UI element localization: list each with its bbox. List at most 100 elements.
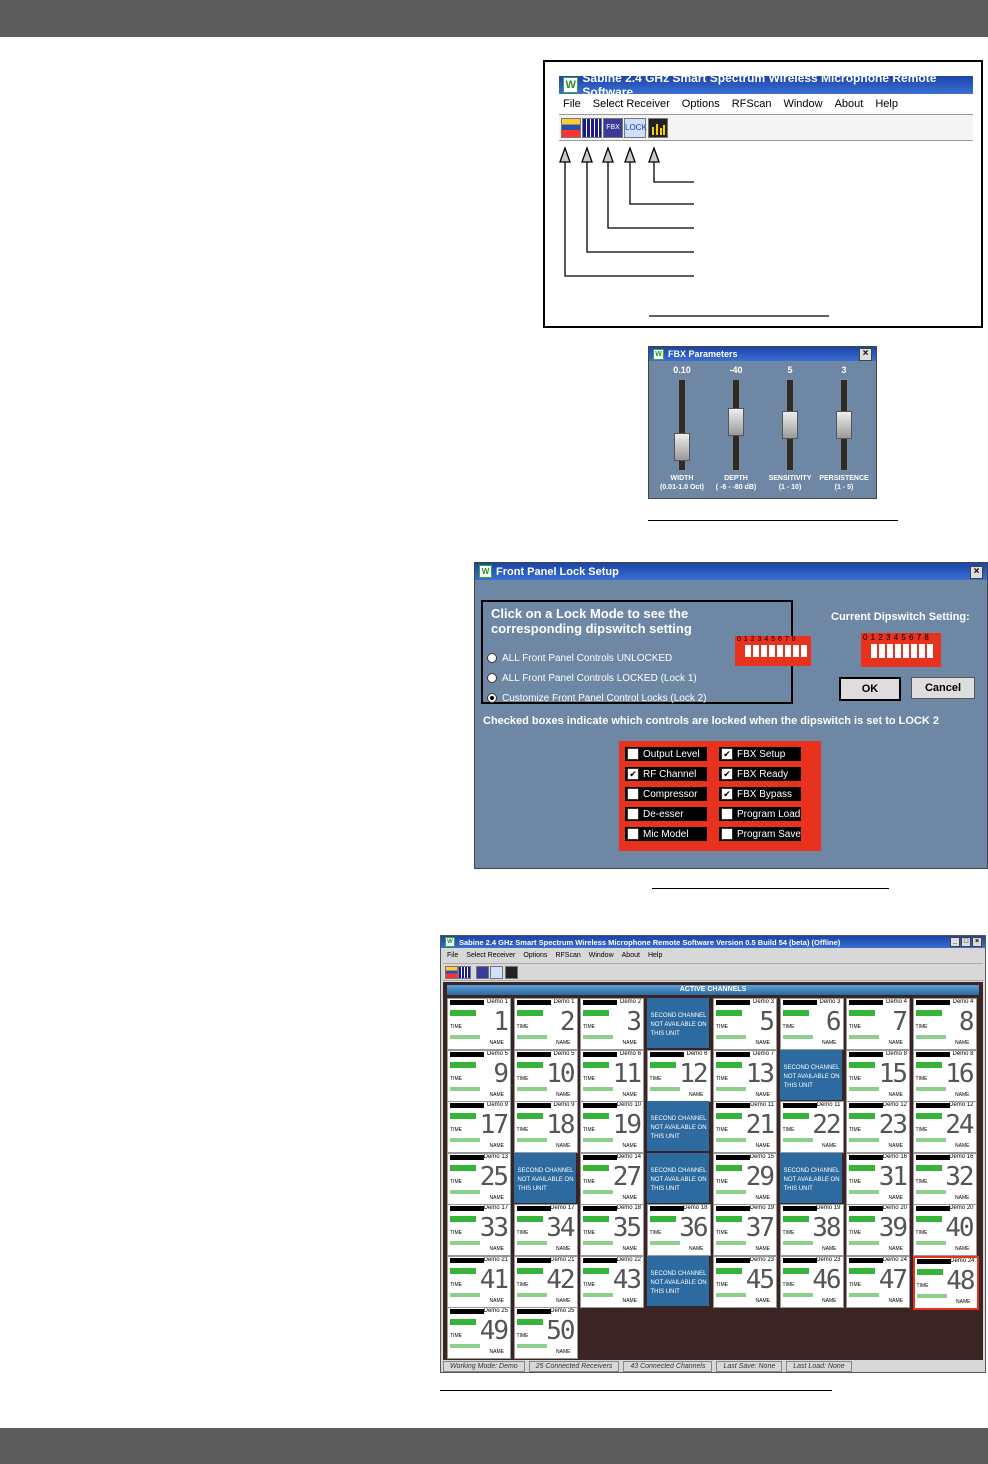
lock-control-fbx-bypass[interactable]: ✔FBX Bypass <box>719 787 801 801</box>
channel-tile[interactable]: Demo 4 TIME 8 NAME <box>912 998 977 1050</box>
channel-tile[interactable]: Demo 17 TIME 34 NAME <box>513 1204 578 1256</box>
channel-tile[interactable]: Demo 8 TIME 15 NAME <box>846 1049 910 1102</box>
checkbox[interactable]: ✔ <box>721 788 733 800</box>
channel-tile[interactable]: Demo 14 TIME 27 NAME <box>580 1152 644 1205</box>
channel-tile[interactable]: Demo 3 TIME 5 NAME <box>713 998 777 1050</box>
lock-control-fbx-setup[interactable]: ✔FBX Setup <box>719 747 801 761</box>
main-menu-about[interactable]: About <box>621 951 640 959</box>
channel-tile[interactable]: Demo 15 TIME 29 NAME <box>713 1152 777 1205</box>
channel-tile[interactable]: Demo 8 TIME 16 NAME <box>912 1049 977 1102</box>
channel-tile[interactable]: Demo 1 TIME 2 NAME <box>513 998 578 1050</box>
channel-tile[interactable]: Demo 9 TIME 17 NAME <box>447 1101 511 1153</box>
main-menu-select-receiver[interactable]: Select Receiver <box>466 951 516 959</box>
channel-tile[interactable]: Demo 2 TIME 3 NAME <box>580 998 644 1050</box>
checkbox[interactable]: ✔ <box>627 768 639 780</box>
minimize-button[interactable]: _ <box>950 937 960 947</box>
lock-close-button[interactable]: × <box>970 566 983 579</box>
lock-button[interactable]: LOCK <box>624 118 647 138</box>
checkbox[interactable]: ✔ <box>721 748 733 760</box>
channel-tile[interactable]: Demo 19 TIME 38 NAME <box>779 1204 844 1256</box>
channel-tile[interactable]: Demo 24 TIME 48 NAME <box>912 1255 979 1310</box>
channel-tile[interactable]: Demo 5 TIME 9 NAME <box>447 1049 511 1102</box>
channel-list-button[interactable] <box>445 966 458 979</box>
channel-tile[interactable]: Demo 6 TIME 11 NAME <box>580 1049 644 1102</box>
channel-tile[interactable]: Demo 23 TIME 45 NAME <box>713 1255 777 1308</box>
channel-tile[interactable]: Demo 20 TIME 40 NAME <box>912 1204 977 1256</box>
rf-scan-button[interactable] <box>505 966 518 979</box>
channel-tile[interactable]: Demo 12 TIME 23 NAME <box>846 1101 910 1153</box>
remote-menu-window[interactable]: Window <box>783 98 823 110</box>
remote-menu-select-receiver[interactable]: Select Receiver <box>592 98 670 110</box>
channel-tile[interactable]: Demo 7 TIME 13 NAME <box>713 1049 777 1102</box>
channel-tile[interactable]: Demo 24 TIME 47 NAME <box>846 1255 910 1308</box>
lock-option-3[interactable]: Customize Front Panel Control Locks (Loc… <box>487 688 707 708</box>
fbx-button[interactable]: FBX <box>603 118 623 138</box>
main-menu-file[interactable]: File <box>447 951 459 959</box>
channel-tile[interactable]: Demo 10 TIME 19 NAME <box>580 1101 644 1153</box>
fbx-button[interactable] <box>476 966 489 979</box>
lock-control-mic-model[interactable]: Mic Model <box>625 827 707 841</box>
slider-knob[interactable] <box>728 407 744 436</box>
channel-tile[interactable]: Demo 11 TIME 21 NAME <box>713 1101 777 1153</box>
lock-control-de-esser[interactable]: De-esser <box>625 807 707 821</box>
remote-menu-help[interactable]: Help <box>875 98 898 110</box>
channel-tile[interactable]: Demo 12 TIME 24 NAME <box>912 1101 977 1153</box>
lock-option-2[interactable]: ALL Front Panel Controls LOCKED (Lock 1) <box>487 668 707 688</box>
channel-tile[interactable]: Demo 21 TIME 42 NAME <box>513 1255 578 1308</box>
slider-knob[interactable] <box>674 433 690 462</box>
remote-menu-file[interactable]: File <box>563 98 581 110</box>
checkbox[interactable] <box>627 828 639 840</box>
channel-tile[interactable]: Demo 11 TIME 22 NAME <box>779 1101 844 1153</box>
grid-view-button[interactable] <box>582 118 602 138</box>
channel-tile[interactable]: Demo 23 TIME 46 NAME <box>779 1255 844 1308</box>
checkbox[interactable]: ✔ <box>721 768 733 780</box>
ok-button[interactable]: OK <box>839 677 901 701</box>
channel-tile[interactable]: Demo 25 TIME 50 NAME <box>513 1307 578 1359</box>
channel-tile[interactable]: Demo 25 TIME 49 NAME <box>447 1307 511 1359</box>
channel-tile[interactable]: Demo 9 TIME 18 NAME <box>513 1101 578 1153</box>
channel-tile[interactable]: Demo 4 TIME 7 NAME <box>846 998 910 1050</box>
channel-tile[interactable]: Demo 17 TIME 33 NAME <box>447 1204 511 1256</box>
lock-control-compressor[interactable]: Compressor <box>625 787 707 801</box>
radio-button[interactable] <box>487 673 497 683</box>
channel-tile[interactable]: Demo 5 TIME 10 NAME <box>513 1049 578 1102</box>
checkbox[interactable] <box>627 788 639 800</box>
lock-control-program-load[interactable]: Program Load <box>719 807 801 821</box>
channel-tile[interactable]: Demo 16 TIME 32 NAME <box>912 1152 977 1205</box>
main-menu-options[interactable]: Options <box>523 951 548 959</box>
main-menu-window[interactable]: Window <box>588 951 614 959</box>
remote-menu-options[interactable]: Options <box>681 98 720 110</box>
checkbox[interactable] <box>721 808 733 820</box>
radio-button[interactable] <box>487 653 497 663</box>
channel-tile[interactable]: Demo 13 TIME 25 NAME <box>447 1152 511 1205</box>
channel-tile[interactable]: Demo 16 TIME 31 NAME <box>846 1152 910 1205</box>
main-menu-help[interactable]: Help <box>647 951 663 959</box>
cancel-button[interactable]: Cancel <box>911 677 975 699</box>
channel-tile[interactable]: Demo 20 TIME 39 NAME <box>846 1204 910 1256</box>
radio-button[interactable] <box>487 693 497 703</box>
channel-tile[interactable]: Demo 3 TIME 6 NAME <box>779 998 844 1050</box>
slider-knob[interactable] <box>782 411 798 439</box>
channel-tile[interactable]: Demo 18 TIME 35 NAME <box>580 1204 644 1256</box>
channel-tile[interactable]: Demo 19 TIME 37 NAME <box>713 1204 777 1256</box>
channel-tile[interactable]: Demo 18 TIME 36 NAME <box>646 1204 711 1256</box>
channel-list-button[interactable] <box>561 118 581 138</box>
remote-menu-rfscan[interactable]: RFScan <box>731 98 772 110</box>
maximize-button[interactable]: □ <box>961 937 971 947</box>
lock-button[interactable] <box>490 966 503 979</box>
channel-tile[interactable]: Demo 21 TIME 41 NAME <box>447 1255 511 1308</box>
lock-control-program-save[interactable]: Program Save <box>719 827 801 841</box>
slider-knob[interactable] <box>836 411 852 439</box>
checkbox[interactable] <box>627 808 639 820</box>
fbx-close-button[interactable]: × <box>859 348 872 361</box>
lock-control-fbx-ready[interactable]: ✔FBX Ready <box>719 767 801 781</box>
channel-tile[interactable]: Demo 6 TIME 12 NAME <box>646 1049 711 1102</box>
lock-control-rf-channel[interactable]: ✔RF Channel <box>625 767 707 781</box>
lock-option-1[interactable]: ALL Front Panel Controls UNLOCKED <box>487 648 707 668</box>
slider-track[interactable] <box>678 379 686 471</box>
lock-control-output-level[interactable]: Output Level <box>625 747 707 761</box>
checkbox[interactable] <box>721 828 733 840</box>
remote-menu-about[interactable]: About <box>834 98 864 110</box>
checkbox[interactable] <box>627 748 639 760</box>
rf-scan-button[interactable] <box>648 118 668 138</box>
